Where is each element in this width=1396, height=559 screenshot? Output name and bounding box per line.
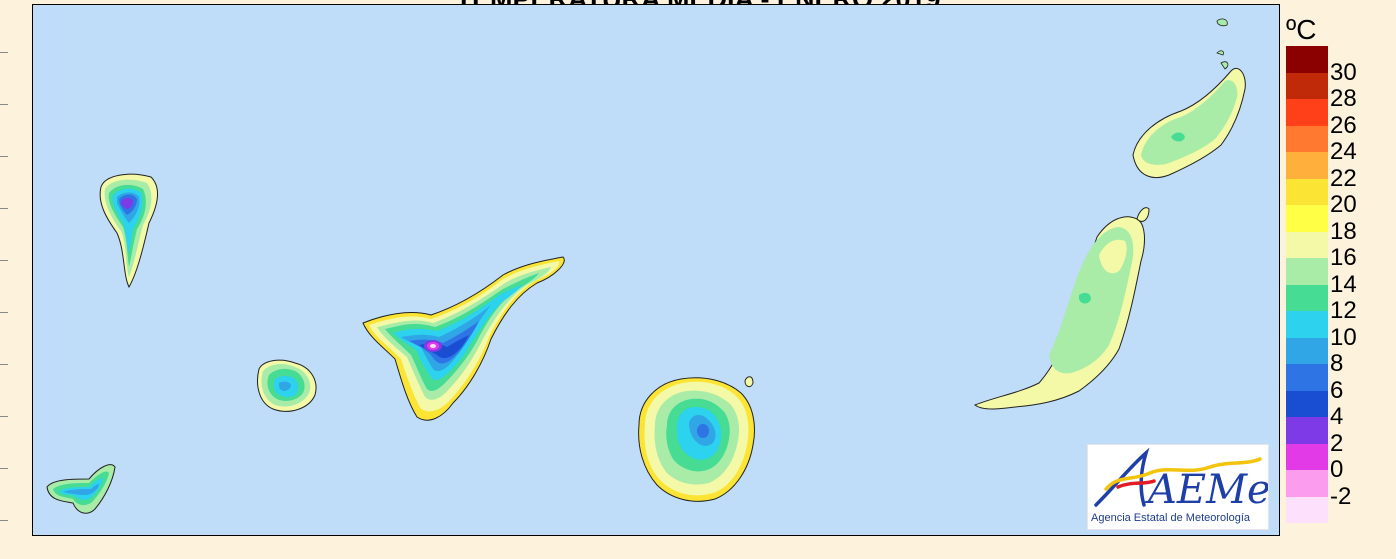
legend-label: 12	[1330, 297, 1357, 324]
edge-tick	[0, 260, 8, 261]
edge-tick	[0, 52, 8, 53]
legend-label: 30	[1330, 58, 1357, 86]
legend-swatch	[1286, 337, 1328, 364]
legend-swatch	[1286, 496, 1328, 523]
legend-label: 4	[1330, 403, 1344, 430]
legend-swatch	[1286, 205, 1328, 232]
legend-label: -2	[1330, 482, 1352, 510]
legend-swatch	[1286, 46, 1328, 73]
legend-label: 14	[1330, 270, 1357, 298]
legend-swatch	[1286, 417, 1328, 444]
legend-unit: ºC	[1286, 14, 1317, 45]
island-la-palma[interactable]	[99, 173, 158, 289]
legend-swatch	[1286, 390, 1328, 417]
legend-swatch	[1286, 178, 1328, 205]
legend-swatch	[1286, 284, 1328, 311]
legend-swatch	[1286, 311, 1328, 338]
logo-wordmark: AEMet	[1144, 467, 1268, 511]
edge-tick	[0, 468, 8, 469]
legend-label: 18	[1330, 217, 1357, 245]
canary-islands-map[interactable]	[33, 5, 1279, 535]
left-edge-ticks	[0, 0, 8, 559]
legend-swatch	[1286, 152, 1328, 179]
aemet-wordmark-graphic: AEMet	[1094, 447, 1279, 513]
legend-label: 26	[1330, 111, 1357, 139]
legend-label: 8	[1330, 350, 1344, 377]
legend-swatch	[1286, 72, 1328, 99]
legend-label: 20	[1330, 191, 1357, 218]
legend-label: 10	[1330, 323, 1357, 351]
legend-swatch	[1286, 125, 1328, 152]
edge-tick	[0, 312, 8, 313]
legend-label: 28	[1330, 85, 1357, 112]
legend-swatch	[1286, 258, 1328, 285]
island-el-hierro[interactable]	[46, 464, 116, 514]
edge-tick	[0, 104, 8, 105]
map-frame[interactable]: AEMet Agencia Estatal de Meteorología	[32, 4, 1280, 536]
island-gran-canaria[interactable]	[638, 376, 755, 502]
edge-tick	[0, 208, 8, 209]
legend-label: 0	[1330, 456, 1344, 483]
legend-swatch	[1286, 443, 1328, 470]
color-legend	[1286, 46, 1328, 523]
island-lanzarote[interactable]	[1132, 18, 1246, 178]
legend-swatch	[1286, 364, 1328, 391]
legend-label: 24	[1330, 138, 1357, 165]
legend-swatch	[1286, 470, 1328, 497]
island-tenerife[interactable]	[362, 256, 565, 421]
aemet-logo: AEMet Agencia Estatal de Meteorología	[1087, 444, 1279, 530]
edge-tick	[0, 416, 8, 417]
island-la-gomera[interactable]	[257, 359, 317, 412]
legend-label: 22	[1330, 164, 1357, 192]
legend-label: 2	[1330, 429, 1344, 457]
logo-caption: Agencia Estatal de Meteorología	[1091, 512, 1250, 524]
edge-tick	[0, 520, 8, 521]
edge-tick	[0, 156, 8, 157]
edge-tick	[0, 364, 8, 365]
legend-swatch	[1286, 99, 1328, 126]
legend-swatch	[1286, 231, 1328, 258]
legend-label: 16	[1330, 244, 1357, 271]
island-fuerteventura[interactable]	[973, 207, 1150, 410]
legend-label: 6	[1330, 376, 1344, 404]
